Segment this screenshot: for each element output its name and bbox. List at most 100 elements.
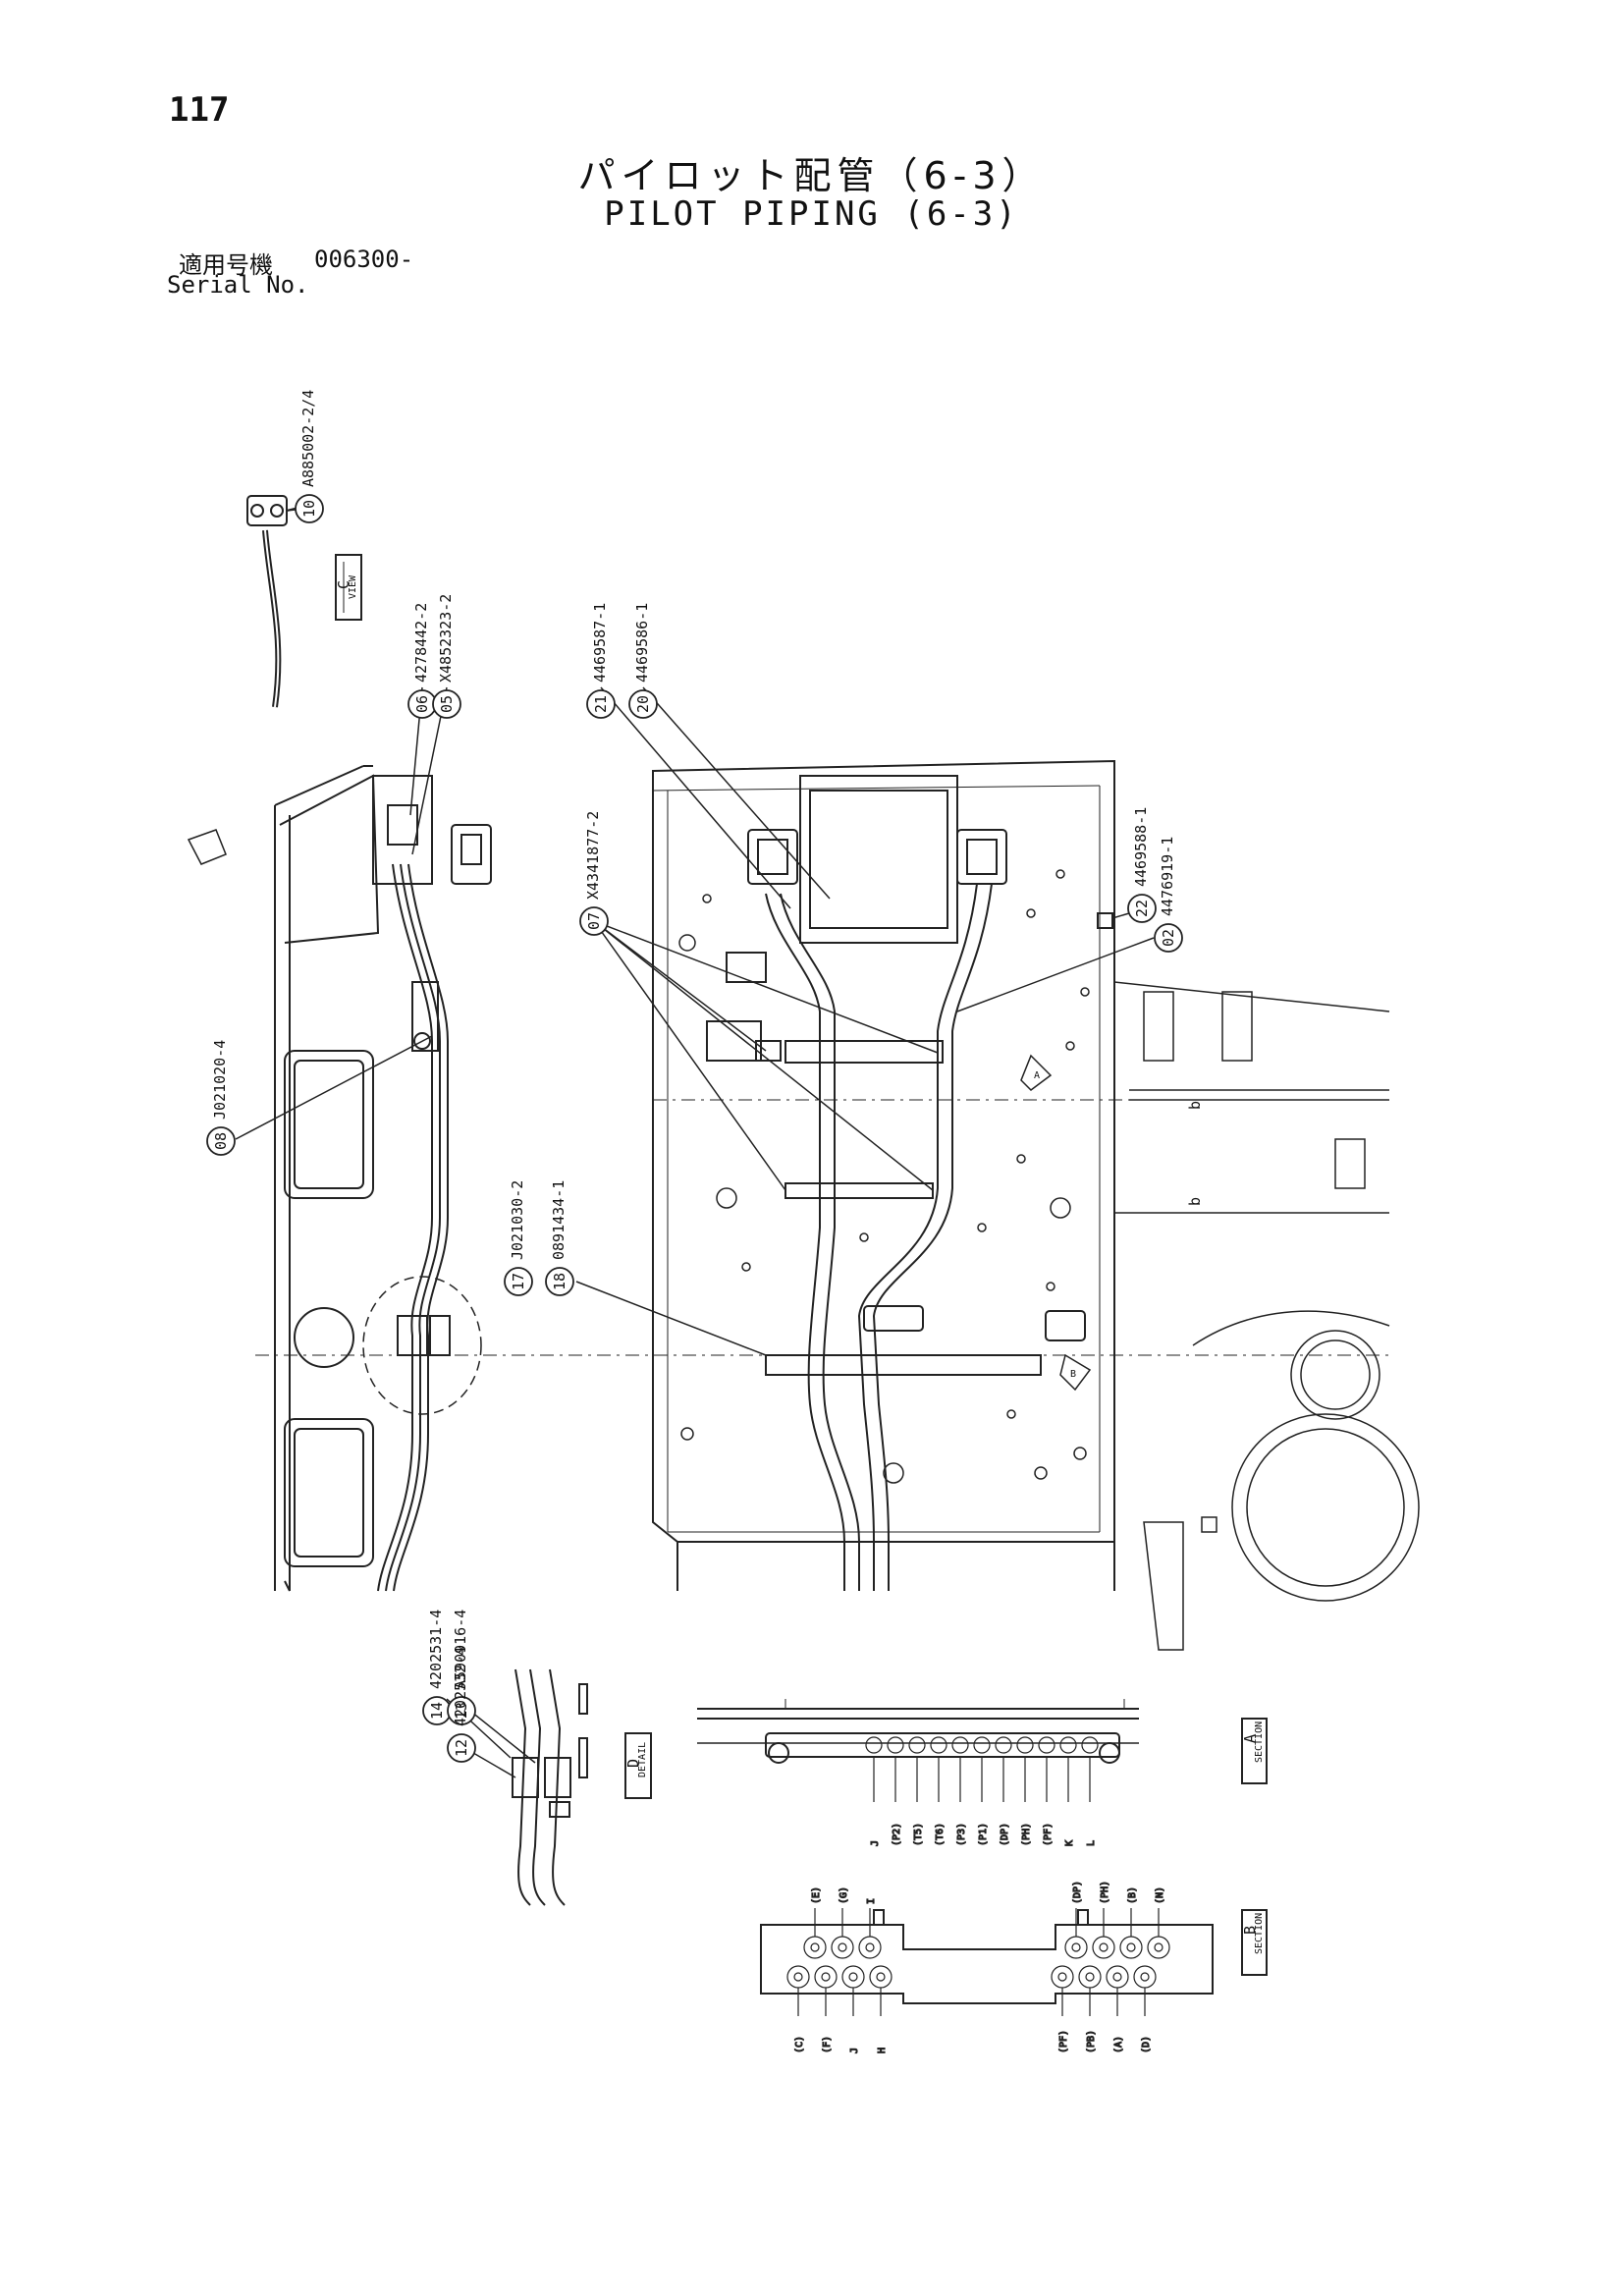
section-a-port-label: J (870, 1840, 881, 1846)
section-b-port: (PB) (1078, 1965, 1102, 2054)
callout-08: 08 J021020-4 (206, 1040, 236, 1156)
section-b-drawing (760, 1909, 1214, 2004)
callout-number: 20 (634, 695, 652, 713)
part-number: 4278442-2 (412, 603, 430, 683)
section-a-port: (T5) (908, 1736, 926, 1847)
section-b-port-label: (G) (839, 1886, 849, 1904)
section-b-port: (B) (1119, 1886, 1143, 1959)
section-b-port: (F) (814, 1965, 838, 2054)
section-b-ports: (E) (G) I (C) (F) J H (DP) (PH) (B) (N) (PF) (PB) (A)… (786, 1880, 1170, 2054)
part-number: 4202532-4 (452, 1647, 469, 1726)
section-a-port-label: (T5) (913, 1823, 924, 1846)
section-b-port: (G) (831, 1886, 854, 1959)
section-a-port: L (1081, 1736, 1099, 1847)
section-b-port: (PH) (1092, 1880, 1115, 1959)
part-number: J021020-4 (211, 1040, 229, 1120)
frame-label-b1: b (1186, 1101, 1204, 1110)
plan-hose-bundle (765, 883, 993, 1591)
section-a-port-label: (P3) (956, 1823, 967, 1846)
section-b-caption: SECTION (1254, 1913, 1265, 1954)
serial-label-english: Serial No. (167, 271, 309, 299)
callout-14: 14 4202531-4 (422, 1610, 452, 1725)
callout-number: 08 (212, 1132, 230, 1150)
port-block-left (747, 829, 798, 885)
section-a-port-label: (PH) (1021, 1823, 1032, 1846)
part-number: 4476919-1 (1159, 837, 1176, 916)
section-b-arrow (1059, 1353, 1092, 1392)
callout-17: 17 J021030-2 (504, 1180, 533, 1296)
valve-a (726, 952, 767, 983)
section-a-drawing (697, 1699, 1139, 1764)
section-b-port-label: (N) (1155, 1886, 1165, 1904)
section-a-port: (P3) (951, 1736, 969, 1847)
section-b-port-label: I (866, 1898, 877, 1904)
part-number: 4469586-1 (633, 603, 651, 683)
detail-d-letter: D (624, 1759, 642, 1768)
detail-d-circle (362, 1276, 482, 1415)
part-number: J021030-2 (509, 1180, 526, 1260)
view-c-arrow (187, 829, 227, 865)
serial-number-value: 006300- (314, 246, 414, 273)
section-a-box (1241, 1718, 1268, 1784)
callout-number: 14 (428, 1702, 446, 1720)
callout-13: 13 A590916-4 (447, 1610, 476, 1725)
page-title-japanese: パイロット配管（6-3） (577, 154, 1046, 197)
section-b-port: J (841, 1965, 865, 2054)
view-c-caption: VIEW (348, 574, 358, 599)
section-a-caption: SECTION (1254, 1722, 1265, 1763)
section-b-port: (C) (786, 1965, 810, 2054)
section-b-port-label: (PF) (1058, 2030, 1069, 2053)
arrow-b-letter: B (1070, 1369, 1076, 1380)
section-b-port-label: (B) (1127, 1886, 1138, 1904)
part-number: 4469587-1 (591, 603, 609, 683)
page-title-english: PILOT PIPING (6-3) (604, 194, 1019, 234)
section-b-box (1241, 1909, 1268, 1976)
section-a-port: (P2) (887, 1736, 904, 1847)
section-a-port-label: (P1) (978, 1823, 989, 1846)
callout-number: 02 (1160, 929, 1177, 947)
callout-number: 17 (510, 1273, 527, 1290)
section-b-port-label: (A) (1113, 2036, 1124, 2053)
section-b-port: (E) (803, 1886, 827, 1959)
view-c-box (335, 554, 362, 621)
floor-plate (652, 759, 1115, 1591)
callout-number: 10 (300, 500, 318, 518)
part-number: A590916-4 (452, 1610, 469, 1689)
section-a-letter: A (1241, 1734, 1259, 1743)
section-b-port-label: J (849, 2048, 860, 2053)
section-a-port-label: K (1064, 1840, 1075, 1846)
callout-number: 18 (551, 1273, 568, 1290)
side-elevation-frame (274, 765, 492, 1592)
section-a-port-label: (T6) (935, 1823, 946, 1846)
section-b-port-label: H (877, 2048, 888, 2053)
section-b-port: (D) (1133, 1965, 1157, 2054)
part-number: 4202531-4 (427, 1610, 445, 1689)
section-b-port: (A) (1106, 1965, 1129, 2054)
callout-number: 13 (453, 1702, 470, 1720)
section-a-arrow (1020, 1054, 1053, 1091)
section-a-port: K (1059, 1736, 1077, 1847)
callout-number: 22 (1133, 900, 1151, 917)
section-a-port-label: (PF) (1043, 1823, 1054, 1846)
view-c-letter: C (335, 580, 352, 589)
port-block-right (956, 829, 1007, 885)
frame-label-b2: b (1186, 1197, 1204, 1206)
section-b-port-label: (E) (811, 1886, 822, 1904)
view-c-hose-drawing (246, 495, 307, 708)
callout-02: 02 4476919-1 (1154, 837, 1183, 953)
callout-number: 07 (585, 912, 603, 930)
right-frame-structure (1113, 981, 1420, 1651)
section-b-port-label: (DP) (1072, 1881, 1083, 1904)
section-b-port-label: (F) (822, 2036, 833, 2053)
section-b-port-label: (PH) (1100, 1881, 1110, 1904)
section-b-port: (N) (1147, 1886, 1170, 1959)
section-a-port: (PH) (1016, 1736, 1034, 1847)
